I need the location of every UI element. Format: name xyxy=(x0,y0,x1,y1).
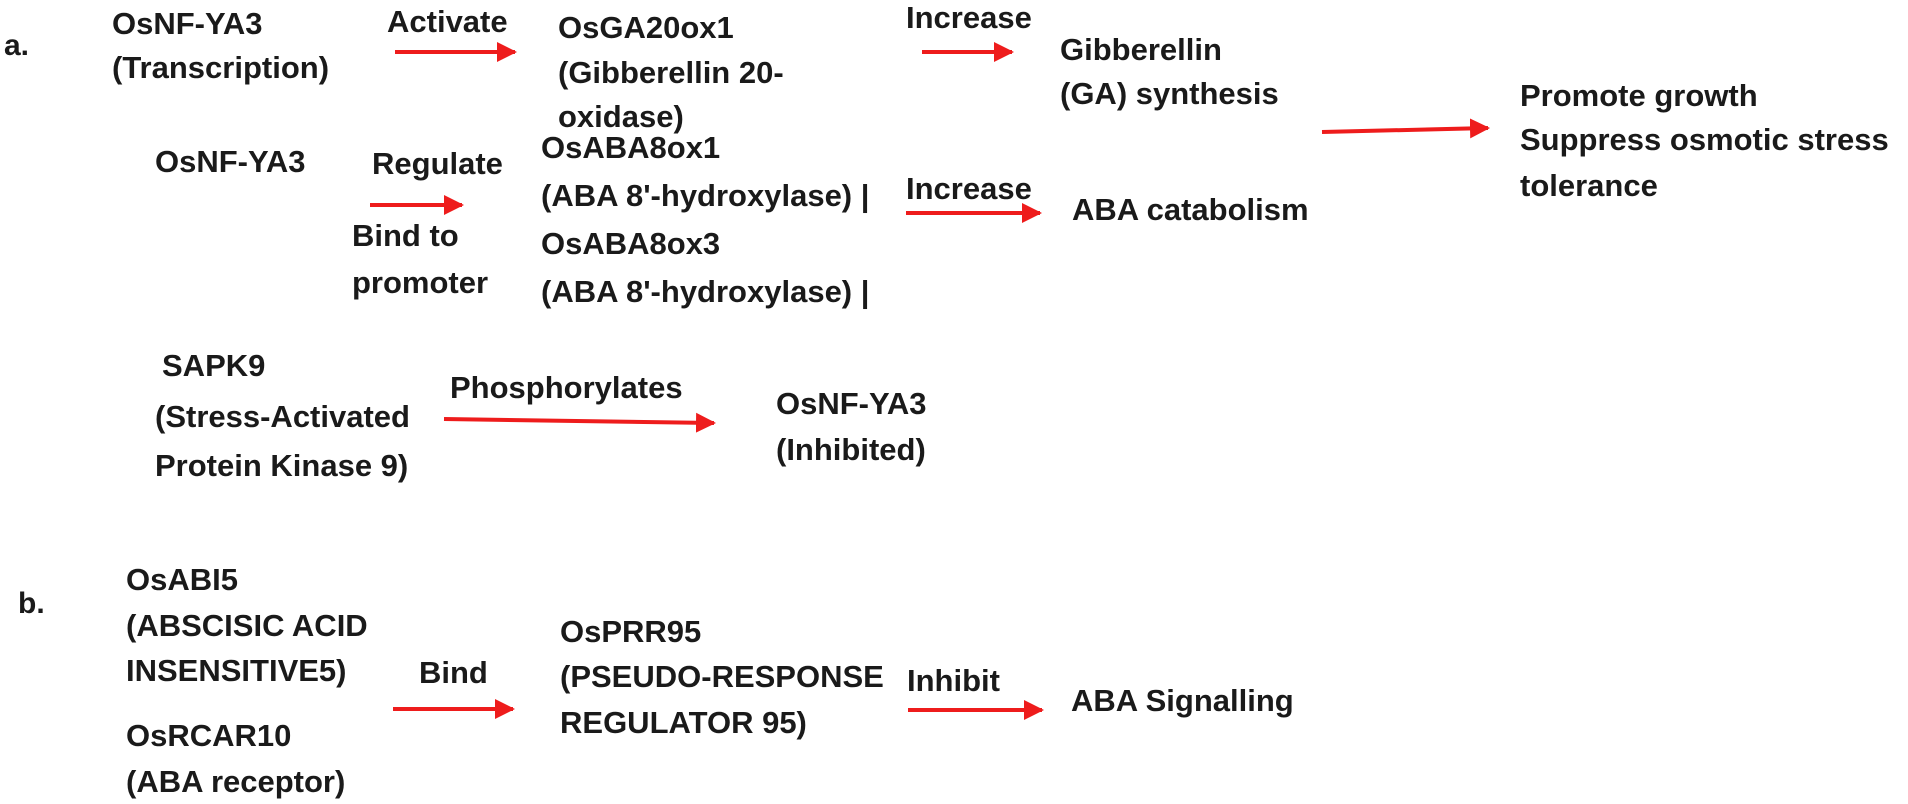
nfya3-inhibited-desc: (Inhibited) xyxy=(776,432,926,467)
edge-label-activate: Activate xyxy=(387,4,508,39)
ga-synthesis-line-2: (GA) synthesis xyxy=(1060,76,1279,111)
ga-synthesis-line-1: Gibberellin xyxy=(1060,32,1222,67)
aba8ox3-desc: (ABA 8'-hydroxylase) | xyxy=(541,274,870,309)
outcome-line-3: tolerance xyxy=(1520,168,1658,203)
edge-label-bind: Bind xyxy=(419,655,488,690)
aba8ox1-name: OsABA8ox1 xyxy=(541,130,721,165)
edge-label-phosphorylates: Phosphorylates xyxy=(450,370,683,405)
panel-b-label: b. xyxy=(18,587,45,620)
panel-a-label: a. xyxy=(4,29,30,62)
arrow-promote-growth xyxy=(1321,118,1490,139)
nfya3-inhibited-name: OsNF-YA3 xyxy=(776,386,927,421)
aba-catabolism: ABA catabolism xyxy=(1072,192,1309,227)
nfya3-transcription-name: OsNF-YA3 xyxy=(112,6,263,41)
prr95-desc-2: REGULATOR 95) xyxy=(560,705,807,740)
sapk9-desc-2: Protein Kinase 9) xyxy=(155,448,409,483)
edge-label-bind-to: Bind to xyxy=(352,218,459,253)
aba8ox1-desc: (ABA 8'-hydroxylase) | xyxy=(541,178,870,213)
ga20ox1-name: OsGA20ox1 xyxy=(558,10,734,45)
abi5-desc-1: (ABSCISIC ACID xyxy=(126,608,368,643)
abi5-desc-2: INSENSITIVE5) xyxy=(126,653,347,688)
edge-label-regulate: Regulate xyxy=(372,146,503,181)
arrow-phosphorylates xyxy=(443,412,716,433)
rcar10-name: OsRCAR10 xyxy=(126,718,292,753)
nfya3-regulate-name: OsNF-YA3 xyxy=(155,144,306,179)
nfya3-transcription-desc: (Transcription) xyxy=(112,50,330,85)
edge-label-promoter: promoter xyxy=(352,265,489,300)
outcome-line-1: Promote growth xyxy=(1520,78,1758,113)
sapk9-desc-1: (Stress-Activated xyxy=(155,399,410,434)
ga20ox1-desc-1: (Gibberellin 20- xyxy=(558,55,784,90)
edge-label-increase-1: Increase xyxy=(906,0,1032,35)
outcome-line-2: Suppress osmotic stress xyxy=(1520,122,1889,157)
edge-label-inhibit: Inhibit xyxy=(907,663,1000,698)
edge-label-increase-2: Increase xyxy=(906,171,1032,206)
sapk9-name: SAPK9 xyxy=(162,348,266,383)
aba8ox3-name: OsABA8ox3 xyxy=(541,226,721,261)
ga20ox1-desc-2: oxidase) xyxy=(558,99,684,134)
prr95-name: OsPRR95 xyxy=(560,614,702,649)
aba-signalling: ABA Signalling xyxy=(1071,683,1294,718)
abi5-name: OsABI5 xyxy=(126,562,238,597)
prr95-desc-1: (PSEUDO-RESPONSE xyxy=(560,659,884,694)
rcar10-desc: (ABA receptor) xyxy=(126,764,346,799)
